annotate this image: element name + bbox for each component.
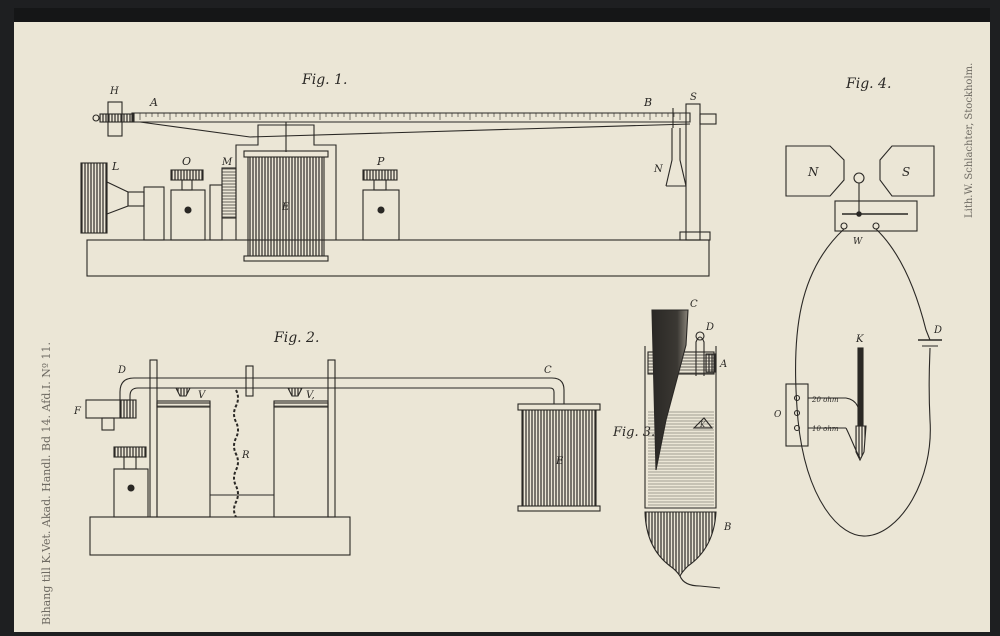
label-w: W: [853, 237, 863, 247]
label-n1: N: [653, 164, 664, 175]
label-o4: O: [774, 410, 782, 420]
label-a: A: [149, 96, 158, 109]
label-p: P: [376, 155, 385, 168]
fig2-title: Fig. 2.: [273, 330, 319, 346]
label-e1: E: [281, 202, 290, 213]
fig4-electrode: [857, 347, 864, 427]
fig3-bowl: [644, 511, 717, 578]
label-l: L: [111, 160, 119, 173]
fig2-electromagnet: [521, 407, 597, 509]
fig2-base: [89, 516, 351, 556]
label-ohm20: 20 ohm: [811, 396, 839, 404]
label-b: B: [643, 96, 652, 109]
fig1-handwheel: [80, 162, 108, 234]
label-k4: K: [855, 334, 864, 345]
label-d3: D: [705, 322, 714, 333]
label-e2: E: [555, 456, 564, 467]
label-s4: S: [902, 165, 910, 179]
label-h: H: [109, 86, 119, 97]
label-m: M: [221, 157, 233, 168]
fig4-title: Fig. 4.: [845, 76, 891, 92]
fig3-cone: [651, 309, 689, 471]
fig1-scale-ticks: [139, 113, 681, 120]
label-ohm10: 10 ohm: [812, 425, 839, 433]
figure-4: [785, 145, 942, 537]
fig3-title: Fig. 3.: [612, 425, 655, 440]
fig4-rheostat: [785, 383, 809, 447]
fig2-chain: [233, 389, 239, 518]
fig4-magnet-s: [879, 145, 935, 197]
figure-2: [85, 359, 601, 556]
fig2-tube: [119, 377, 565, 410]
label-d4: D: [933, 325, 942, 336]
fig1-electromagnet: [247, 154, 325, 259]
label-b3: B: [723, 522, 731, 533]
figure-1: [80, 101, 717, 277]
label-v1: V,: [306, 390, 315, 401]
label-r: R: [241, 450, 250, 461]
label-k3: K: [699, 421, 706, 429]
side-caption-right: Lith.W. Schlachter, Stockholm.: [964, 63, 975, 218]
top-band: [14, 8, 990, 22]
label-d2: D: [117, 365, 126, 376]
fig1-title: Fig. 1.: [301, 72, 347, 88]
figure-3: [644, 309, 721, 589]
label-n4: N: [807, 165, 819, 179]
label-o1: O: [182, 155, 191, 168]
fig1-base: [86, 239, 710, 277]
label-f: F: [73, 406, 82, 417]
label-v: V: [198, 390, 207, 401]
label-a3: A: [719, 359, 727, 370]
label-s1: S: [690, 92, 697, 103]
fig4-board-w: [834, 200, 918, 232]
fig4-magnet-n: [785, 145, 845, 197]
label-c2: C: [544, 365, 552, 376]
side-caption-left: Bihang till K.Vet. Akad. Handl. Bd 14. A…: [40, 342, 53, 625]
labels: Fig. 1. Fig. 2. Fig. 3. Fig. 4. H A B S …: [40, 63, 975, 625]
fig4-circuit: [794, 228, 931, 537]
fig3-vessel: [644, 346, 717, 509]
label-c3: C: [690, 299, 698, 310]
